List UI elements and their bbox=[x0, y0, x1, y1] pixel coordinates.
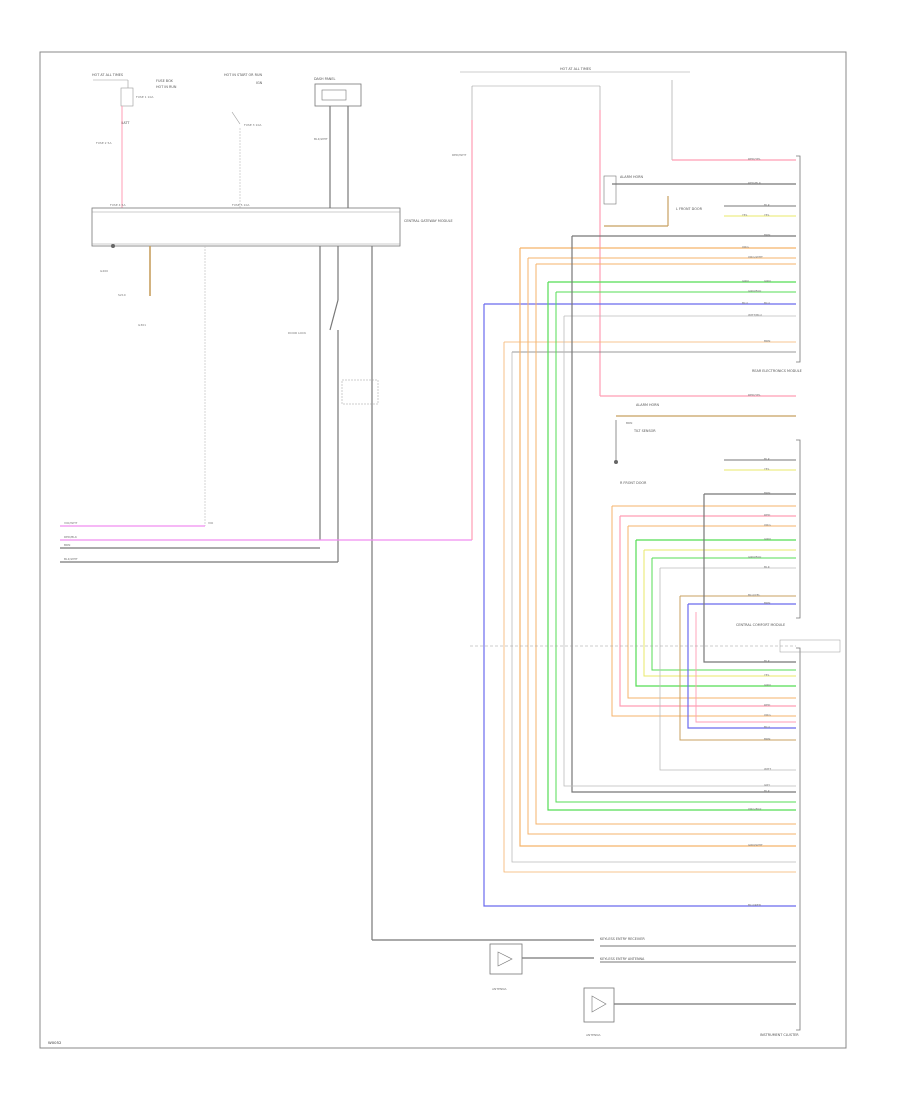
mid-sensor-block: ALARM HORN TILT SENSOR R FRONT DOOR bbox=[614, 403, 796, 485]
wire-label-6: VIO bbox=[208, 521, 214, 525]
pin-rear-7: GRN/BLK bbox=[748, 289, 762, 293]
pin-rear-1: RED/BLK bbox=[748, 181, 762, 185]
keyless-entry-1-label: KEYLESS ENTRY RECEIVER bbox=[600, 937, 645, 941]
pin-rear-10: BRN bbox=[764, 339, 770, 343]
central-comfort-label: CENTRAL COMFORT MODULE bbox=[736, 623, 785, 627]
fuse-box-label: FUSE BOX bbox=[156, 79, 174, 83]
pin-rear-9: WHT/BLU bbox=[748, 313, 762, 317]
pin-comfort-7: GRN/BLK bbox=[748, 555, 762, 559]
pin-comfort-2: YEL bbox=[764, 467, 770, 471]
wire-label-2: GRN bbox=[742, 279, 749, 283]
pin-bottom-12: BLU/RED bbox=[748, 903, 762, 907]
pin-comfort-1: BLK bbox=[764, 457, 771, 461]
pin-bottom-5: BLU bbox=[764, 725, 770, 729]
ground-left-label: G200 bbox=[100, 269, 108, 273]
wire-label-1: BLK/WHT bbox=[314, 137, 328, 141]
instrument-cluster-label: INSTRUMENT CLUSTER bbox=[760, 1033, 799, 1037]
fuse-a-label: FUSE 1 10A bbox=[136, 95, 154, 99]
central-comfort-module: CENTRAL COMFORT MODULE bbox=[736, 439, 801, 627]
battery-left-label: BATT bbox=[121, 121, 130, 125]
pin-rear-4: BRN bbox=[764, 233, 770, 237]
pin-bottom-10: ORG/BLK bbox=[748, 807, 763, 811]
dash-panel-label: DASH PANEL bbox=[314, 77, 335, 81]
pin-bottom-11: GRN/WHT bbox=[748, 843, 763, 847]
wire-label-5: YEL bbox=[742, 213, 748, 217]
bus-label-3: BLK/WHT bbox=[64, 557, 78, 561]
pin-comfort-9: BRN bbox=[764, 601, 770, 605]
diagram-frame bbox=[39, 51, 847, 1049]
keyless-entry-2-label: KEYLESS ENTRY ANTENNA bbox=[600, 957, 645, 961]
pin-comfort-4: RED bbox=[764, 513, 771, 517]
fuse-area-right: HOT AT ALL TIMES ALARM HORN L FRONT DOOR bbox=[460, 67, 796, 540]
splice-label: S210 bbox=[118, 293, 126, 297]
gateway-branches: G200 S210 G301 DOOR LOCK bbox=[100, 244, 379, 940]
fuse-b-label: FUSE 2 5A bbox=[96, 141, 112, 145]
alarm-horn-top-label: ALARM HORN bbox=[620, 175, 644, 179]
rear-wires bbox=[484, 235, 796, 353]
pin-comfort-0: RED/YEL bbox=[748, 393, 761, 397]
wire-label-3: BLU bbox=[742, 301, 748, 305]
rear-electronics-label: REAR ELECTRONICS MODULE bbox=[752, 369, 802, 373]
pin-labels-comfort: RED/YEL BLK YEL BRN RED ORG GRN GRN/BLK … bbox=[748, 393, 771, 605]
rear-electronics-module: REAR ELECTRONICS MODULE bbox=[752, 155, 802, 373]
wire-label-7: BRN bbox=[626, 421, 632, 425]
central-gateway-module: CENTRAL GATEWAY MODULE FUSE 4 5A FUSE 5 … bbox=[91, 203, 453, 247]
bus-label-1: RED/BLK bbox=[64, 535, 78, 539]
pin-rear-6: GRN bbox=[764, 279, 771, 283]
wire-label-4: ORG bbox=[742, 245, 749, 249]
pin-bottom-2: GRN bbox=[764, 683, 771, 687]
pin-comfort-3: BRN bbox=[764, 491, 770, 495]
hot-run-label: HOT IN RUN bbox=[156, 85, 177, 89]
footer-code: W0052 bbox=[48, 1040, 62, 1045]
right-front-door-label: R FRONT DOOR bbox=[620, 481, 647, 485]
central-gateway-label: CENTRAL GATEWAY MODULE bbox=[404, 219, 453, 223]
pin-rear-8: BLU bbox=[764, 301, 770, 305]
comfort-wires bbox=[612, 493, 796, 605]
pin-bottom-4: ORG bbox=[764, 713, 771, 717]
wire-label-0: RED/WHT bbox=[452, 153, 467, 157]
alarm-horn-mid-label: ALARM HORN bbox=[636, 403, 660, 407]
door-lock-label: DOOR LOCK bbox=[288, 331, 307, 335]
hot-all-times-label: HOT AT ALL TIMES bbox=[92, 73, 123, 77]
pin-comfort-5: ORG bbox=[764, 523, 771, 527]
pin-bottom-1: YEL bbox=[764, 673, 770, 677]
ignition-label: IGN bbox=[256, 81, 263, 85]
fuse-c-label: FUSE 3 10A bbox=[244, 123, 262, 127]
antenna-left-label: ANTENNA bbox=[492, 987, 508, 991]
antenna-right-label: ANTENNA bbox=[586, 1033, 602, 1037]
pin-comfort-6: GRN bbox=[764, 537, 771, 541]
fuse-e-label: FUSE 5 10A bbox=[232, 203, 250, 207]
fuse-area-left: HOT AT ALL TIMES FUSE BOX HOT IN RUN FUS… bbox=[92, 73, 362, 208]
pin-bottom-6: BRN bbox=[764, 737, 770, 741]
pin-bottom-3: RED bbox=[764, 703, 771, 707]
pin-labels-bottom: BLK YEL GRN RED ORG BLU BRN WHT GRY BLK … bbox=[748, 659, 771, 907]
pin-comfort-10: BLK bbox=[764, 565, 771, 569]
pin-rear-3: YEL bbox=[764, 213, 770, 217]
bus-label-2: BRN bbox=[64, 543, 70, 547]
hot-all-times-right: HOT AT ALL TIMES bbox=[560, 67, 591, 71]
pin-rear-2: BLK bbox=[764, 203, 771, 207]
bus-label-0: VIO/WHT bbox=[64, 521, 78, 525]
left-bus: VIO/WHT RED/BLK BRN BLK/WHT bbox=[60, 521, 472, 563]
pin-bottom-7: WHT bbox=[764, 767, 771, 771]
pin-bottom-9: BLK bbox=[764, 789, 771, 793]
pin-rear-5: ORG/WHT bbox=[748, 255, 763, 259]
tilt-sensor-label: TILT SENSOR bbox=[633, 429, 656, 433]
wire-color-labels: RED/WHT BLK/WHT GRN BLU ORG YEL VIO BRN bbox=[208, 137, 749, 525]
instrument-cluster-module: INSTRUMENT CLUSTER bbox=[760, 639, 841, 1037]
pin-bottom-8: GRY bbox=[764, 783, 770, 787]
long-wires bbox=[470, 236, 796, 907]
hot-start-run-label: HOT IN START OR RUN bbox=[224, 73, 262, 77]
pin-labels-rear: RED/YEL RED/BLK BLK YEL BRN ORG/WHT GRN … bbox=[748, 157, 771, 343]
ground-mid-label: G301 bbox=[138, 323, 146, 327]
pin-bottom-0: BLK bbox=[764, 659, 771, 663]
fuse-d-label: FUSE 4 5A bbox=[110, 203, 126, 207]
pin-rear-0: RED/YEL bbox=[748, 157, 761, 161]
pin-comfort-8: BLU/YEL bbox=[748, 593, 761, 597]
left-front-door-label: L FRONT DOOR bbox=[676, 207, 703, 211]
bottom-block: KEYLESS ENTRY RECEIVER KEYLESS ENTRY ANT… bbox=[372, 937, 796, 1037]
